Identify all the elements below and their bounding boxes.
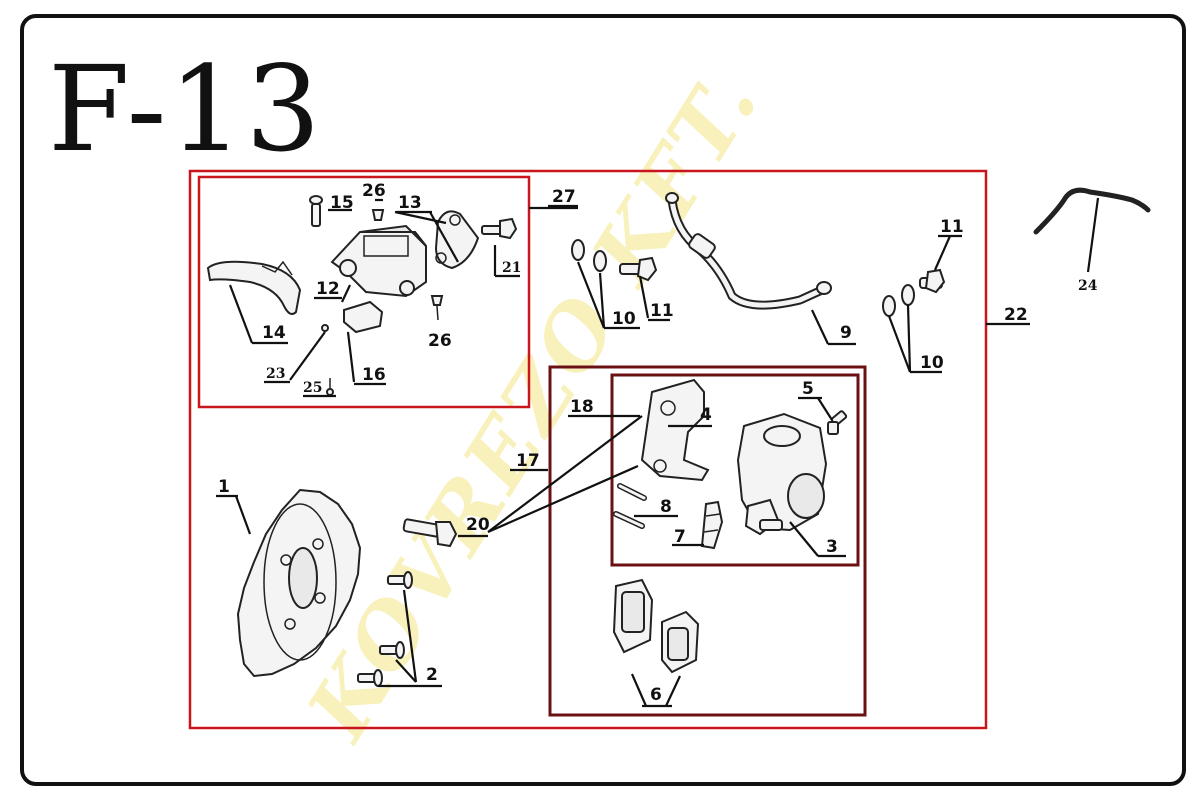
group-box-22 (188, 169, 988, 730)
group-box-17 (548, 365, 867, 717)
callout-26-top: 26 (362, 181, 386, 201)
callout-16: 16 (362, 365, 386, 385)
callout-24: 24 (1078, 278, 1098, 294)
banjo-bolt-right-part (919, 268, 946, 294)
guide-pin-part (613, 483, 647, 529)
callout-8: 8 (660, 497, 672, 517)
banjo-bolt-part (619, 256, 658, 282)
small-oring-part (321, 324, 329, 332)
callout-20: 20 (466, 515, 490, 535)
pivot-bolt-part (309, 195, 323, 227)
brake-caliper-part (736, 412, 828, 536)
brake-hose-part (665, 192, 832, 310)
callout-9: 9 (840, 323, 852, 343)
brake-disc-part (236, 488, 362, 678)
callout-14: 14 (262, 323, 286, 343)
leader-lines (216, 197, 1100, 708)
callout-2: 2 (426, 665, 438, 685)
callout-3: 3 (826, 537, 838, 557)
callout-5: 5 (802, 379, 814, 399)
callout-11-left: 11 (650, 301, 674, 321)
callout-17: 17 (516, 451, 540, 471)
brake-switch-part (343, 300, 384, 334)
callout-4: 4 (700, 405, 712, 425)
callout-27: 27 (552, 187, 576, 207)
sealing-washer-part (571, 239, 607, 272)
caliper-bracket-part (640, 378, 710, 482)
callout-10-right: 10 (920, 353, 944, 373)
callout-11-right: 11 (940, 217, 964, 237)
pad-spring-part (700, 500, 724, 550)
callout-12: 12 (316, 279, 340, 299)
callout-23: 23 (266, 366, 285, 382)
page-title: F-13 (48, 40, 323, 178)
group-box-18 (610, 373, 860, 567)
callout-15: 15 (330, 193, 354, 213)
callout-7: 7 (674, 527, 686, 547)
bleeder-valve-part (827, 410, 848, 435)
master-cylinder-part (330, 224, 427, 298)
caliper-bolt-part (402, 518, 458, 548)
callout-18: 18 (570, 397, 594, 417)
callout-13: 13 (398, 193, 422, 213)
callout-21: 21 (502, 260, 521, 276)
callout-10-left: 10 (612, 309, 636, 329)
handlebar-clamp-part (434, 210, 480, 270)
disc-bolt-part (357, 571, 413, 687)
callout-25: 25 (303, 380, 322, 396)
callout-26-bottom: 26 (428, 331, 452, 351)
cap-screw-part (371, 209, 444, 321)
callout-1: 1 (218, 477, 230, 497)
hose-clip-part (1033, 187, 1151, 235)
group-box-27 (197, 175, 531, 409)
callout-6: 6 (650, 685, 662, 705)
callout-22: 22 (1004, 305, 1028, 325)
brake-lever-part (206, 260, 302, 315)
clamp-bolt-part (481, 217, 518, 240)
brake-pad-part (612, 578, 700, 674)
